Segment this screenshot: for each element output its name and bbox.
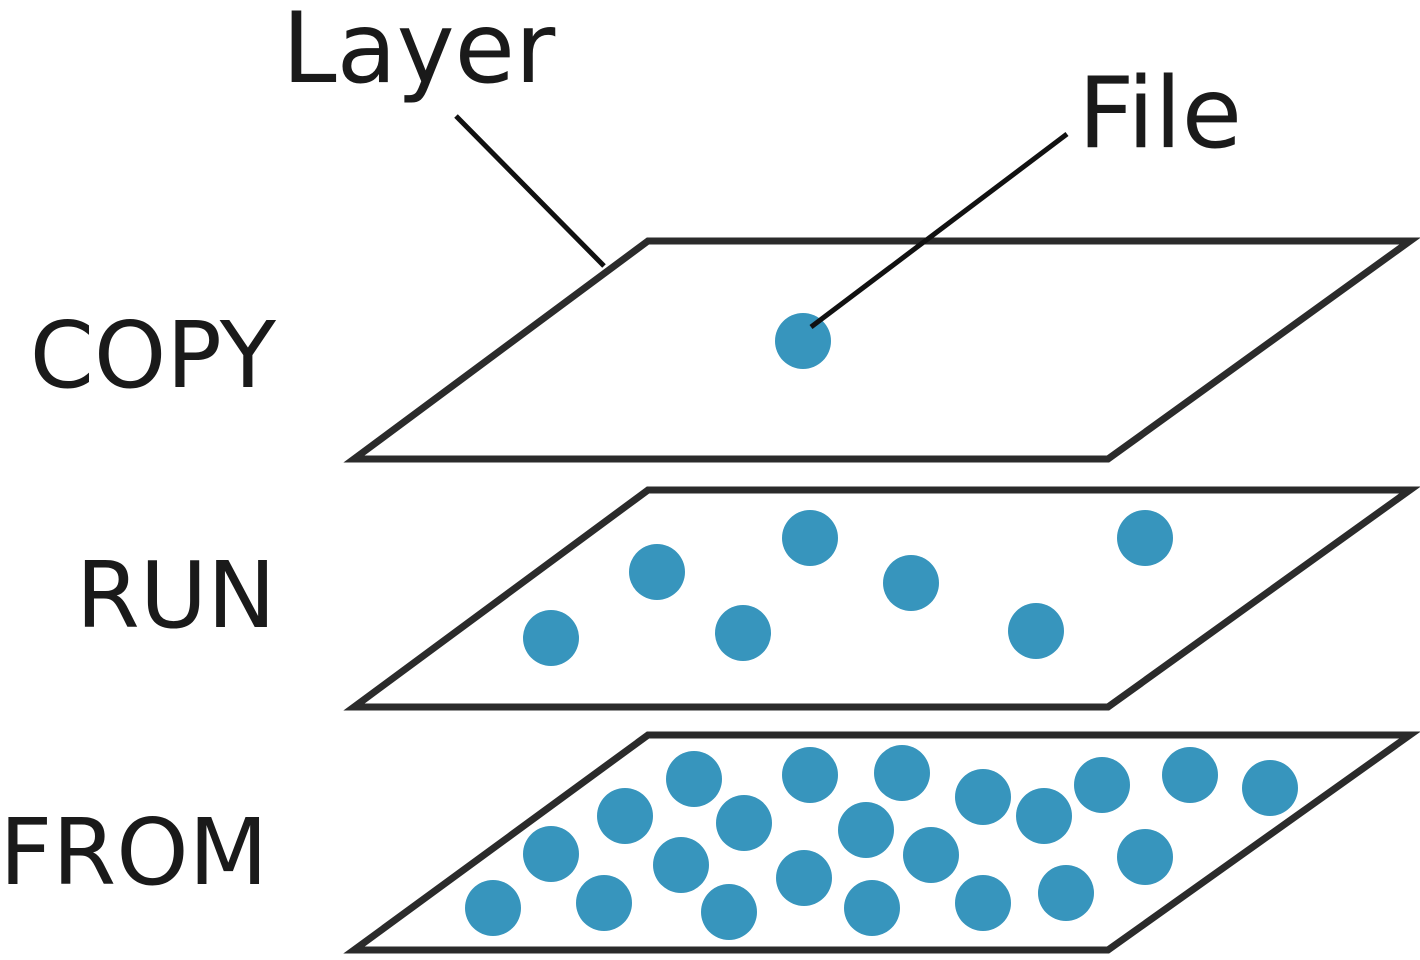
layer-name-copy: COPY xyxy=(30,302,277,409)
layer-plane-run xyxy=(343,486,1420,711)
file-dot xyxy=(666,751,722,807)
file-dot xyxy=(1038,865,1094,921)
file-dot xyxy=(1242,760,1298,816)
file-dot xyxy=(775,313,831,369)
file-dot xyxy=(782,510,838,566)
file-dot xyxy=(1008,603,1064,659)
file-dot xyxy=(1117,510,1173,566)
file-dot xyxy=(465,880,521,936)
file-dots-run xyxy=(523,510,1173,666)
layer-name-run: RUN xyxy=(76,542,276,649)
file-dots-from xyxy=(465,745,1298,940)
file-dot xyxy=(597,788,653,844)
file-dot xyxy=(701,884,757,940)
layer-leader-line xyxy=(454,114,606,268)
file-leader-line xyxy=(809,132,1069,329)
file-dot xyxy=(523,826,579,882)
file-dot xyxy=(715,605,771,661)
file-dot xyxy=(883,555,939,611)
file-dot xyxy=(653,837,709,893)
file-dot xyxy=(782,747,838,803)
layer-name-from: FROM xyxy=(0,799,268,906)
file-dot xyxy=(523,610,579,666)
file-dot xyxy=(903,827,959,883)
file-dots-copy xyxy=(775,313,831,369)
file-dot xyxy=(955,875,1011,931)
file-dot xyxy=(844,880,900,936)
file-dot xyxy=(576,875,632,931)
file-dot xyxy=(716,795,772,851)
file-callout-label: File xyxy=(1078,57,1242,171)
file-dot xyxy=(838,802,894,858)
layer-callout-label: Layer xyxy=(282,0,556,106)
file-dot xyxy=(955,769,1011,825)
file-dot xyxy=(1162,747,1218,803)
file-dot xyxy=(874,745,930,801)
file-dot xyxy=(629,544,685,600)
file-dot xyxy=(1016,788,1072,844)
file-dot xyxy=(776,850,832,906)
file-dot xyxy=(1074,757,1130,813)
layer-plane-copy xyxy=(343,237,1420,463)
file-dot xyxy=(1117,829,1173,885)
